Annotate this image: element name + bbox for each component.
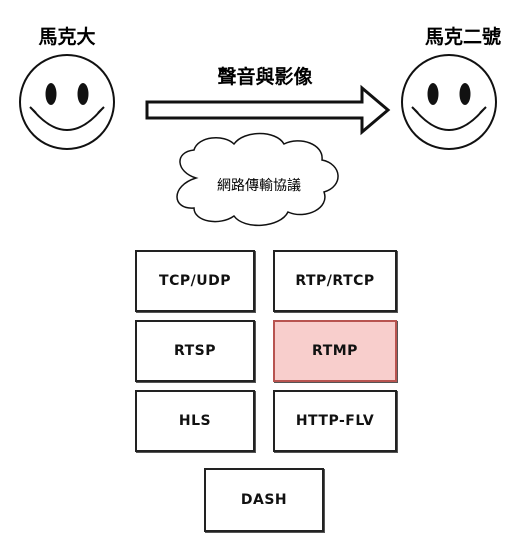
- right-smiley-icon: [401, 54, 497, 150]
- protocol-box-rtmp: RTMP: [273, 320, 397, 382]
- arrow-label: 聲音與影像: [217, 66, 313, 88]
- receiver-name: 馬克二號: [424, 26, 501, 48]
- protocol-box-rtp-rtcp: RTP/RTCP: [273, 250, 397, 312]
- protocol-box-tcp-udp: TCP/UDP: [135, 250, 255, 312]
- protocol-box-http-flv: HTTP-FLV: [273, 390, 397, 452]
- left-smiley-icon: [19, 54, 115, 150]
- cloud-icon: [176, 132, 339, 227]
- arrow-icon: [145, 84, 391, 136]
- protocol-box-dash: DASH: [204, 468, 324, 532]
- protocol-box-hls: HLS: [135, 390, 255, 452]
- protocol-box-rtsp: RTSP: [135, 320, 255, 382]
- sender-name: 馬克大: [38, 26, 96, 48]
- cloud-label: 網路傳輸協議: [217, 178, 301, 194]
